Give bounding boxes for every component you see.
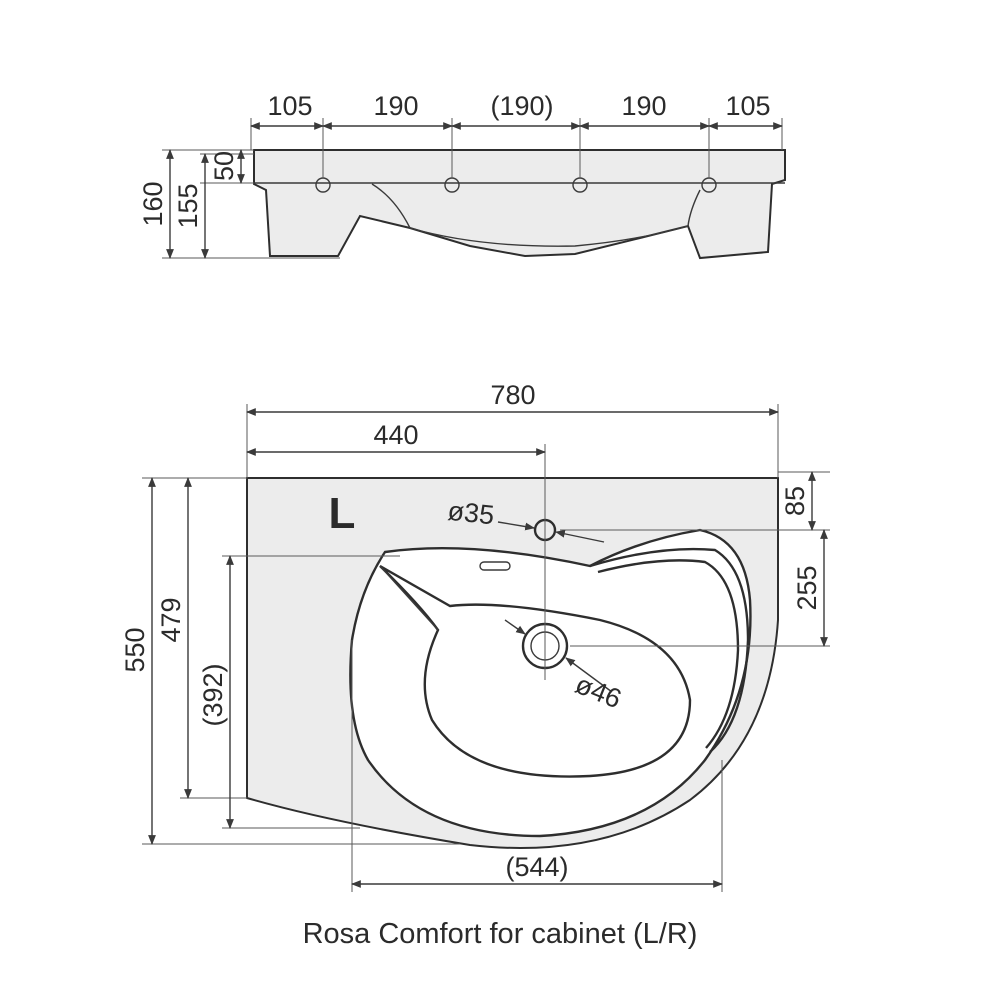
side-width-190-center: (190) [490,91,553,121]
side-width-105-right: 105 [725,91,770,121]
width-total: 780 [490,380,535,410]
basin-floor [379,564,692,778]
bowl-width: (544) [505,852,568,882]
depth-total: 550 [120,627,150,672]
width-to-drain: 440 [373,420,418,450]
bowl-contour [371,183,701,247]
tap-hole-label: ø35 [446,496,495,531]
side-height-160: 160 [138,181,168,226]
tap-offset: 85 [780,486,810,516]
side-width-190-right: 190 [621,91,666,121]
side-view: 105 190 (190) 190 105 160 155 50 [138,91,786,260]
caption: Rosa Comfort for cabinet (L/R) [302,918,698,950]
side-height-50: 50 [209,151,239,181]
top-view: L 780 440 (544) 550 479 (392) 85 [120,380,830,892]
side-view-body [253,149,786,260]
depth-side: 479 [156,597,186,642]
overflow-slot-icon [479,561,511,571]
overflow-channel [589,547,750,753]
drain-offset: 255 [792,565,822,610]
side-mark: L [329,489,356,538]
side-width-105-left: 105 [267,91,312,121]
side-width-190-left: 190 [373,91,418,121]
depth-inner: (392) [198,663,228,726]
side-height-155: 155 [173,183,203,228]
